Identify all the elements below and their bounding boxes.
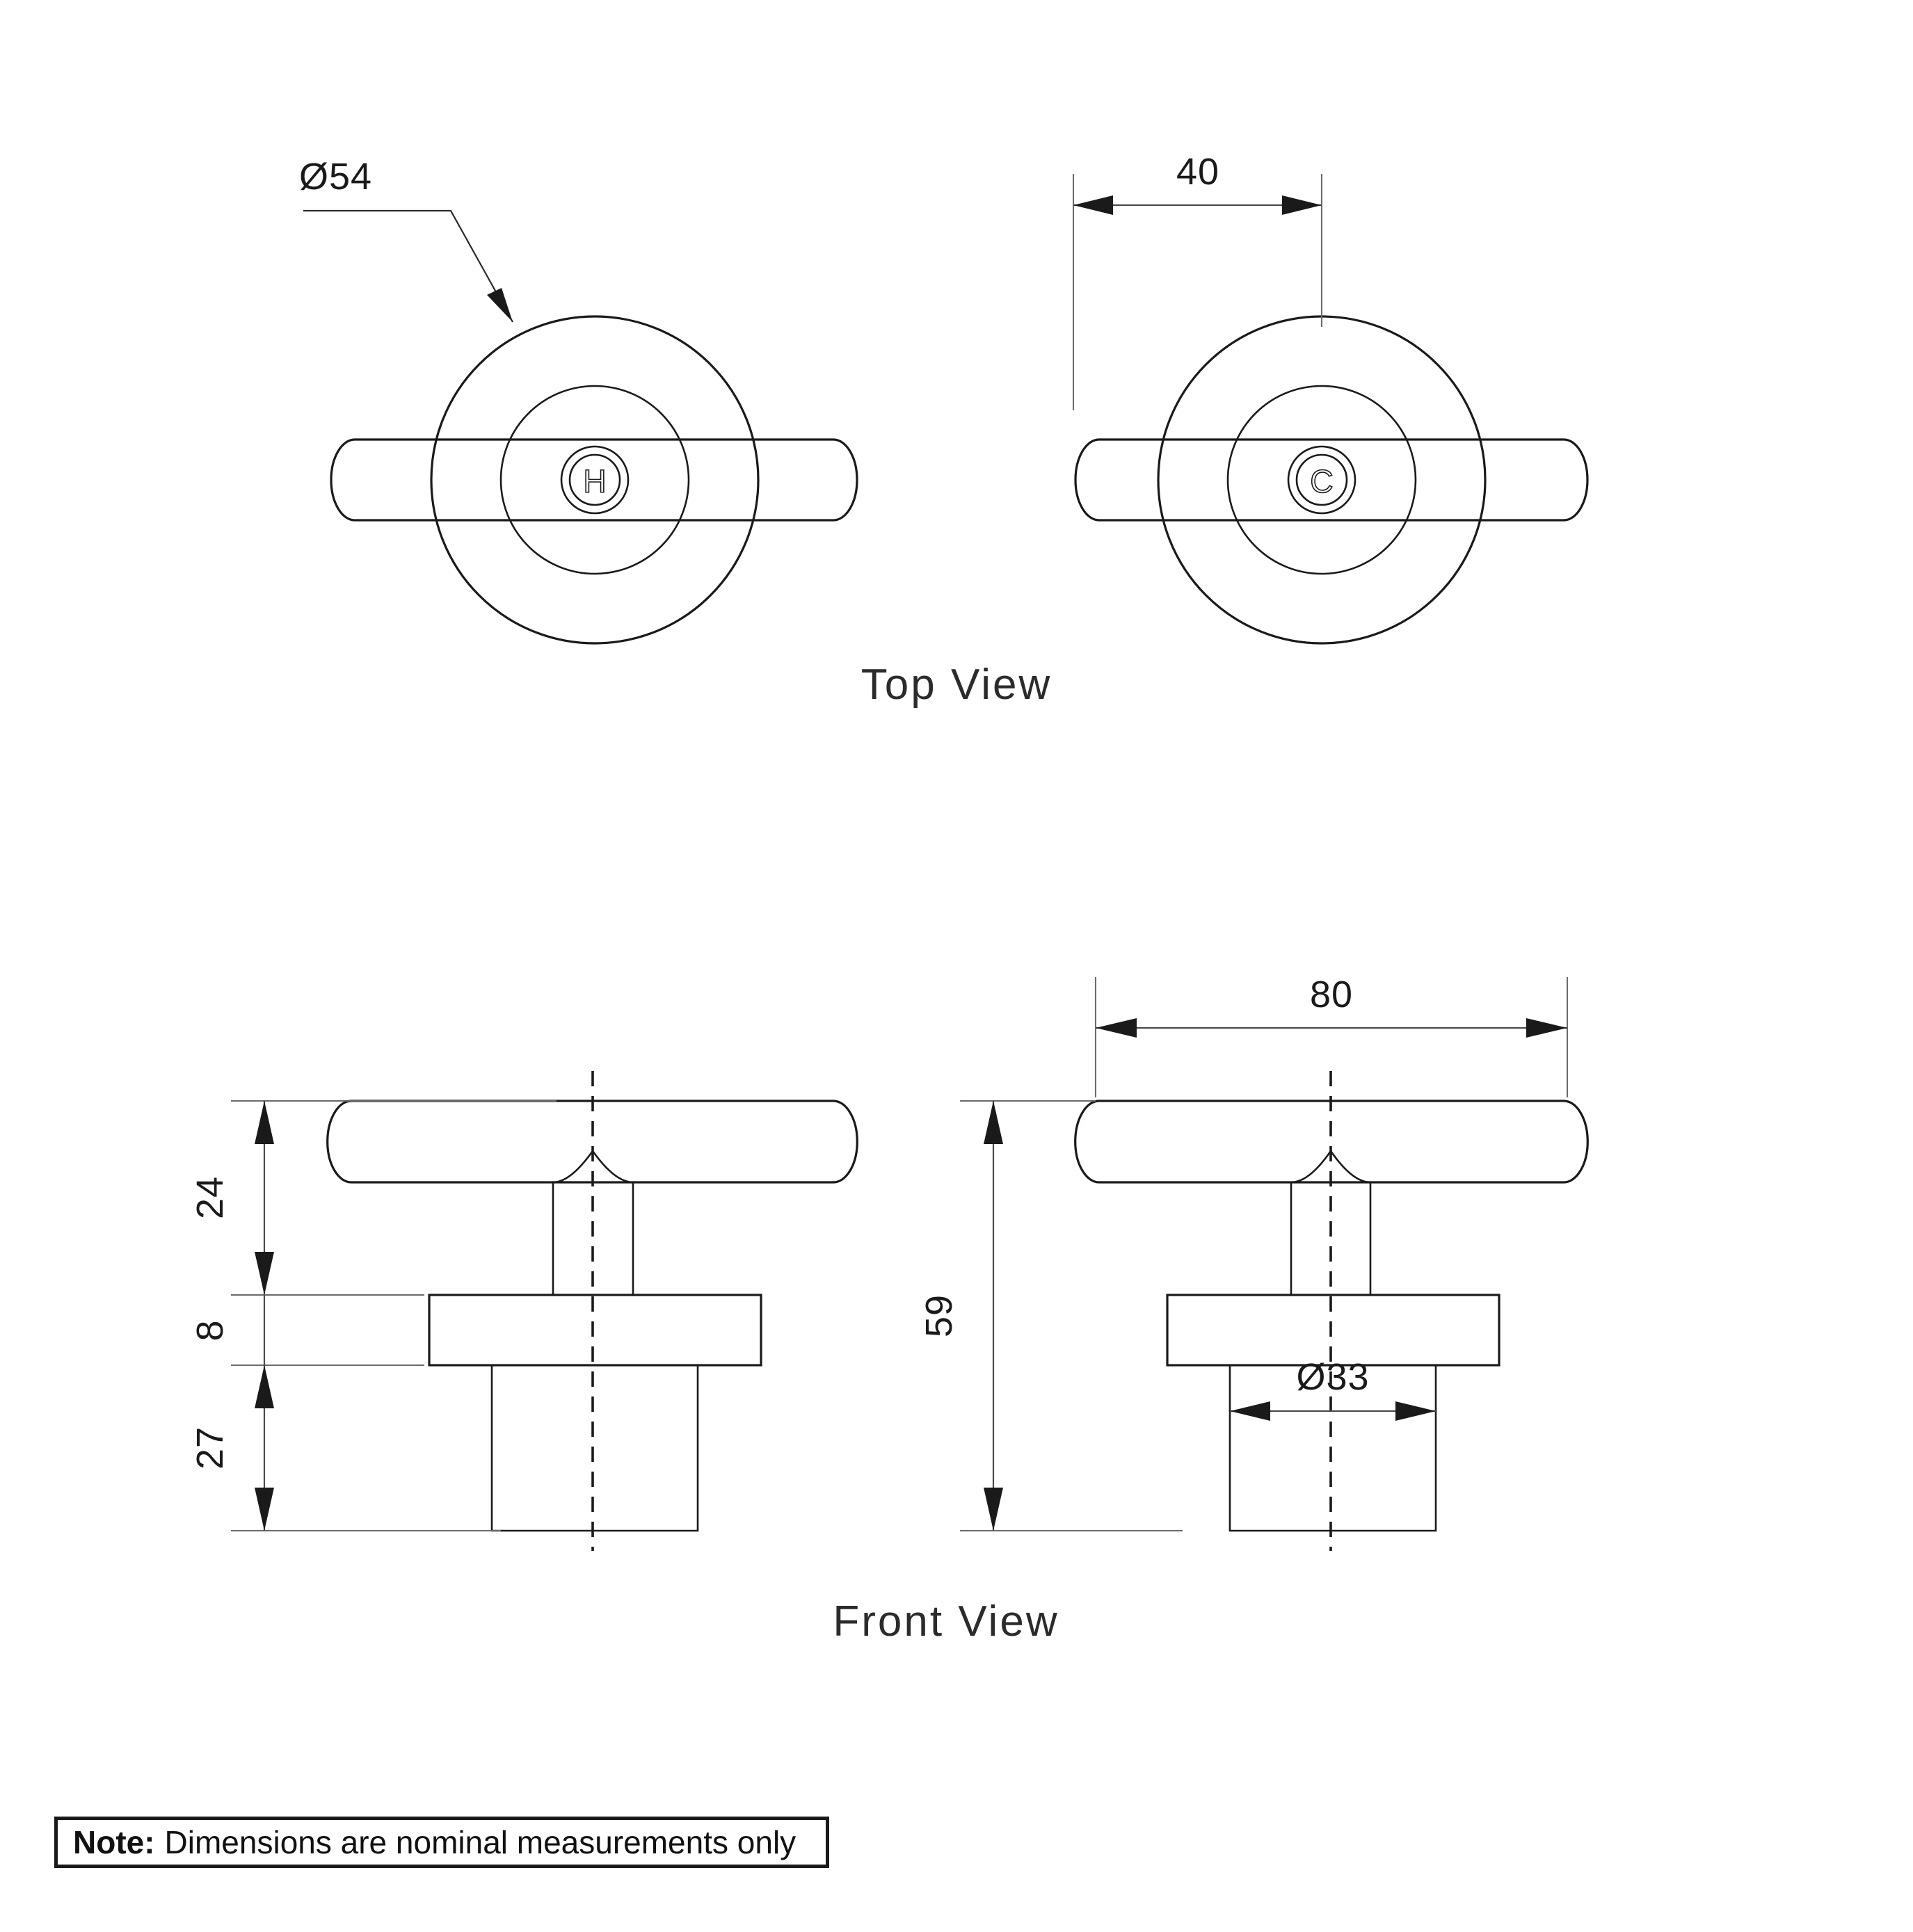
hot-rosette-middle-circle: [499, 385, 690, 575]
note-text: Dimensions are nominal measurements only: [164, 1824, 797, 1860]
front-hot-lever-bar: [326, 1100, 858, 1184]
dimension-24: 24: [189, 1100, 557, 1295]
dim40-arrow-right: [1282, 195, 1322, 215]
top-view-cold-handle: C: [1074, 315, 1589, 645]
note-box: Note: Dimensions are nominal measurement…: [54, 1817, 829, 1868]
front-cold-lever-left-end-cap: [1074, 1100, 1100, 1184]
top-view-label: Top View: [861, 661, 1052, 709]
hot-lever-right-end-cap: [833, 438, 858, 522]
cold-lever-left-end-cap: [1074, 438, 1100, 522]
dia33-arrow-right: [1395, 1401, 1436, 1421]
dim24-arrow-top: [255, 1101, 274, 1144]
hot-rosette-hub-circle: [568, 453, 621, 506]
dimension-dia33: Ø33: [1230, 1356, 1436, 1421]
front-hot-lever-right-end-cap: [833, 1100, 858, 1184]
hot-rosette-outer-circle: [430, 315, 760, 645]
dim27-arrow-bottom: [255, 1488, 274, 1531]
front-cold-base-body: [1228, 1365, 1437, 1532]
dim8-label: 8: [189, 1319, 231, 1341]
hot-lever-left-end-cap: [330, 438, 355, 522]
front-hot-base-body: [490, 1365, 699, 1532]
top-view-hot-handle: H: [330, 315, 858, 645]
front-view-cold-assembly: [1074, 1071, 1589, 1551]
front-cold-lever-bar: [1074, 1100, 1589, 1184]
front-cold-flange: [1166, 1294, 1500, 1367]
front-view-hot-assembly: [326, 1071, 858, 1551]
dimension-40: 40: [1073, 151, 1322, 410]
dia33-arrow-left: [1230, 1401, 1270, 1421]
front-cold-lever-right-end-cap: [1563, 1100, 1589, 1184]
note-label: Note:: [73, 1824, 155, 1860]
front-view-label: Front View: [833, 1597, 1059, 1645]
dim40-arrow-left: [1073, 195, 1113, 215]
hot-rosette-inner-circle: [560, 445, 630, 515]
cold-mark-letter: C: [1310, 463, 1333, 499]
dim27-label: 27: [189, 1426, 231, 1470]
dim59-arrow-top: [984, 1101, 1003, 1144]
dim24-label: 24: [189, 1176, 231, 1219]
cold-lever-right-end-cap: [1563, 438, 1589, 522]
dimension-80: 80: [1095, 974, 1568, 1097]
hot-mark-letter: H: [583, 463, 606, 499]
dia54-arrowhead: [487, 288, 513, 322]
dim80-arrow-right: [1526, 1018, 1567, 1038]
dia54-label: Ø54: [299, 156, 372, 198]
dia54-leader-line: [303, 209, 513, 323]
front-hot-flange: [428, 1294, 762, 1367]
cold-rosette-middle-circle: [1226, 385, 1417, 575]
dimension-27: 27: [189, 1365, 501, 1531]
dim24-arrow-bottom: [255, 1252, 274, 1295]
dimension-8: 8: [189, 1294, 424, 1366]
dim27-arrow-top: [255, 1365, 274, 1408]
dia33-label: Ø33: [1296, 1356, 1369, 1398]
cold-rosette-hub-circle: [1295, 453, 1348, 506]
cold-rosette-inner-circle: [1287, 445, 1356, 515]
front-hot-lever-left-end-cap: [326, 1100, 352, 1184]
dim40-label: 40: [1176, 151, 1219, 193]
dim59-label: 59: [918, 1294, 960, 1337]
dimension-dia54: Ø54: [299, 156, 513, 323]
dim80-label: 80: [1310, 974, 1353, 1015]
dimension-59: 59: [918, 1100, 1183, 1531]
dim59-arrow-bottom: [984, 1488, 1003, 1531]
dim80-arrow-left: [1096, 1018, 1137, 1038]
